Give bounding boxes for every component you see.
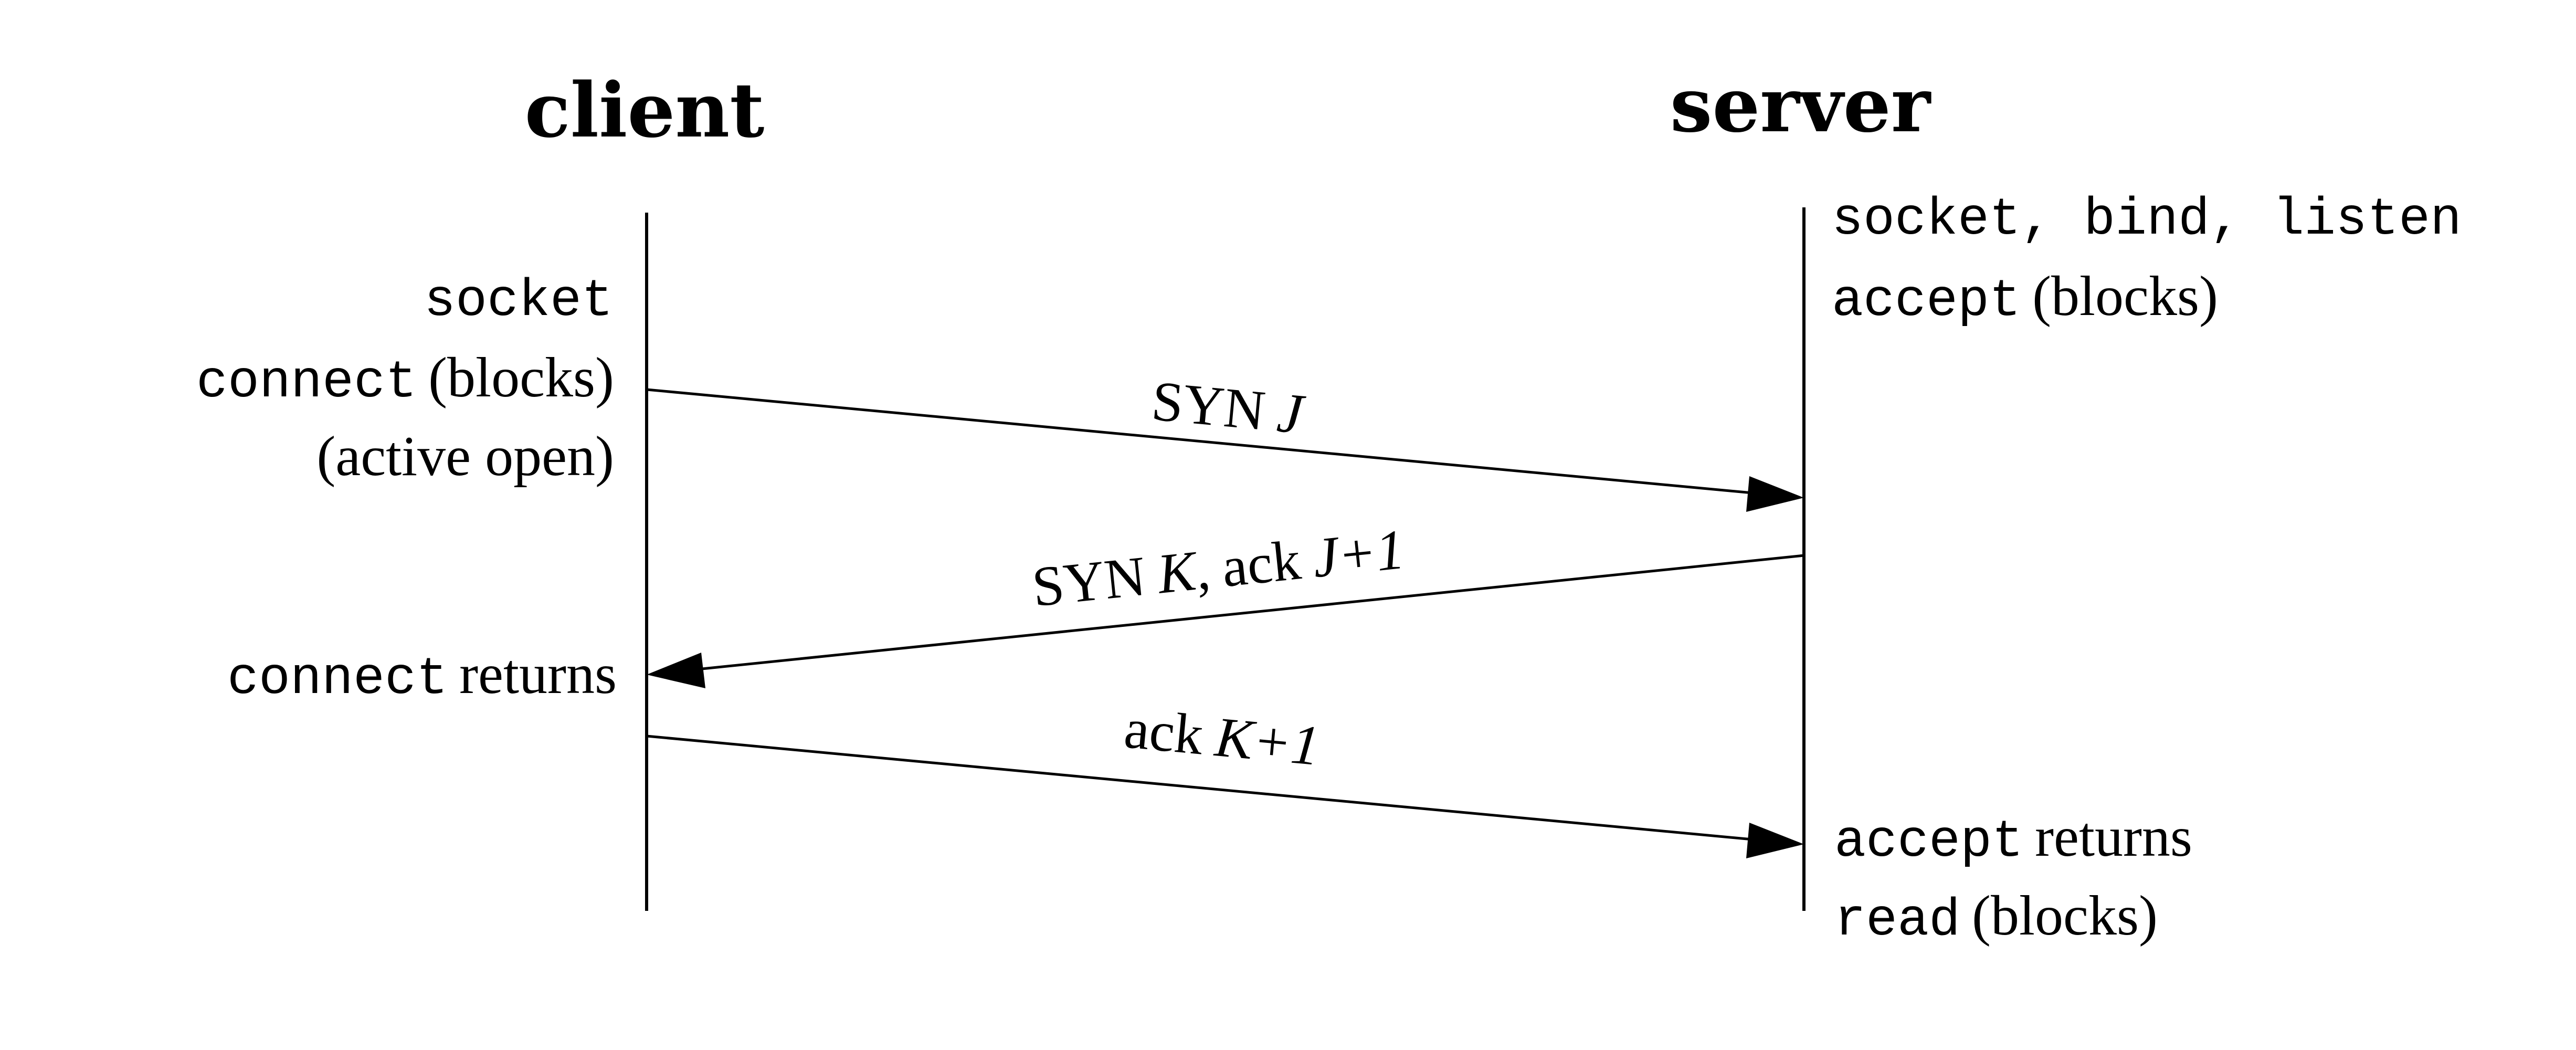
server-accept-ret-fn: accept — [1834, 813, 2023, 872]
syn-ack-label-word: SYN — [1029, 545, 1148, 619]
client-connect-blocks: connect(blocks) — [196, 346, 614, 413]
syn-arrow-line — [646, 388, 1759, 495]
syn-label-word: SYN — [1149, 370, 1268, 442]
ack-label-word: ack — [1122, 697, 1206, 766]
client-active-open: (active open) — [316, 425, 614, 488]
ack-arrowhead — [1746, 823, 1804, 858]
client-heading: client — [525, 66, 765, 154]
client-connect-ret-text: returns — [459, 643, 617, 706]
ack-arrow-line — [646, 734, 1759, 842]
server-read-fn: read — [1834, 891, 1960, 951]
server-accept-ret-text: returns — [2035, 806, 2192, 868]
server-read-blocks-text: (blocks) — [1972, 885, 2158, 947]
server-accept-blocks-text: (blocks) — [2032, 265, 2218, 328]
server-accept-blocks: accept(blocks) — [1832, 265, 2218, 331]
syn-ack-label-ack: ack — [1219, 529, 1303, 599]
syn-ack-label-var: K, — [1154, 538, 1213, 606]
syn-ack-arrowhead — [647, 653, 705, 688]
client-connect-fn: connect — [196, 353, 417, 413]
syn-ack-label-ackvar: J+1 — [1310, 518, 1407, 590]
client-socket-call: socket — [424, 272, 613, 331]
syn-arrowhead — [1746, 476, 1804, 512]
server-setup-calls: socket, bind, listen — [1832, 191, 2462, 250]
server-read-blocks: read(blocks) — [1834, 885, 2158, 951]
syn-label-var: J — [1274, 381, 1308, 446]
syn-ack-arrow-line — [691, 554, 1804, 671]
ack-label-var: K+1 — [1211, 706, 1322, 778]
server-heading: server — [1670, 61, 1931, 149]
client-connect-blocks-text: (blocks) — [428, 346, 614, 409]
client-connect-ret-fn: connect — [227, 650, 448, 709]
server-accept-fn: accept — [1832, 272, 2021, 331]
